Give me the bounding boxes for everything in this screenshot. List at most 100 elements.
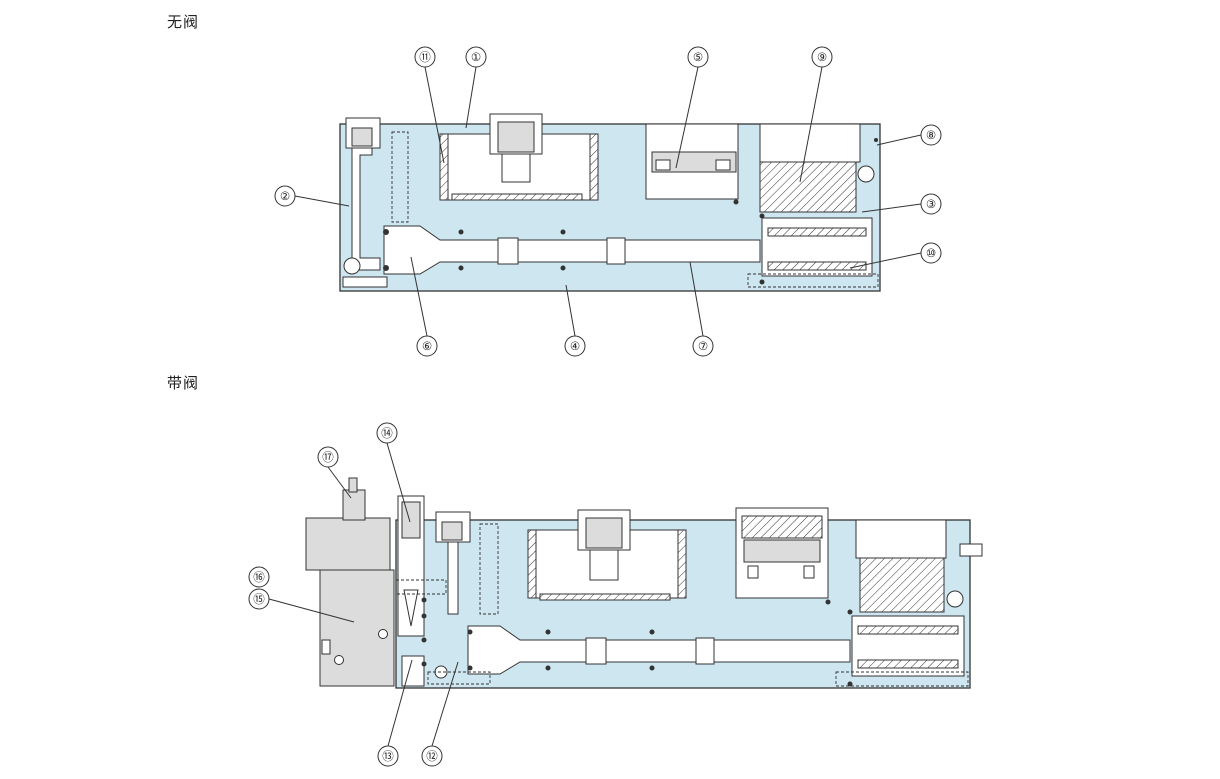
callout-16: ⑯ bbox=[248, 566, 270, 588]
callout-14: ⑭ bbox=[376, 422, 398, 444]
valve-seat bbox=[401, 655, 425, 687]
silencer-cap bbox=[855, 519, 947, 559]
mount-hole bbox=[857, 165, 875, 183]
bottom-callouts: ⑭ ⑰ ⑯ ⑮ ⑬ ⑫ bbox=[248, 422, 443, 767]
callout-13: ⑬ bbox=[377, 745, 399, 767]
switch-sensor bbox=[741, 515, 823, 539]
hidden-passage bbox=[391, 131, 409, 223]
o-ring bbox=[560, 229, 566, 235]
callout-8: ⑧ bbox=[920, 124, 942, 146]
indicator-hole bbox=[334, 655, 344, 665]
filter-wall bbox=[527, 529, 537, 599]
callout-5: ⑤ bbox=[687, 46, 709, 68]
callout-7: ⑦ bbox=[692, 335, 714, 357]
callout-label: ⑨ bbox=[817, 50, 827, 64]
callout-label: ⑮ bbox=[253, 592, 265, 606]
override-tip bbox=[403, 589, 419, 627]
valve-body bbox=[319, 569, 395, 687]
o-ring bbox=[560, 265, 566, 271]
hidden-passage bbox=[747, 273, 879, 288]
o-ring bbox=[874, 138, 878, 142]
switch-terminal bbox=[803, 565, 815, 579]
callout-3: ③ bbox=[920, 193, 942, 215]
callout-label: ⑧ bbox=[926, 128, 936, 142]
o-ring bbox=[467, 629, 473, 635]
supply-passage bbox=[447, 541, 459, 615]
callout-label: ⑪ bbox=[419, 50, 431, 64]
switch-terminal bbox=[655, 159, 671, 171]
o-ring bbox=[383, 265, 389, 271]
callout-label: ② bbox=[280, 189, 290, 203]
ejector-channel bbox=[383, 225, 761, 275]
o-ring bbox=[421, 661, 427, 667]
filter-wall bbox=[439, 133, 449, 201]
pressure-switch-board bbox=[743, 539, 821, 563]
filter-element bbox=[539, 593, 671, 601]
callout-label: ⑫ bbox=[426, 749, 438, 763]
switch-terminal bbox=[715, 159, 731, 171]
silencer-element bbox=[759, 161, 857, 213]
exhaust-seal bbox=[767, 261, 867, 271]
callout-label: ④ bbox=[570, 339, 580, 353]
o-ring bbox=[467, 665, 473, 671]
section-title-no-valve: 无阀 bbox=[167, 13, 200, 31]
callout-label: ⑯ bbox=[253, 570, 265, 584]
callout-4: ④ bbox=[564, 335, 586, 357]
callout-label: ⑰ bbox=[322, 450, 334, 464]
supply-passage bbox=[351, 147, 381, 271]
bottom-gasket bbox=[342, 276, 388, 288]
fitting-insert bbox=[351, 127, 373, 147]
center-port bbox=[589, 549, 619, 581]
hidden-passage bbox=[395, 579, 447, 595]
center-fitting-insert bbox=[497, 121, 535, 153]
center-fitting-insert bbox=[585, 517, 623, 549]
callout-1: ① bbox=[465, 46, 487, 68]
o-ring bbox=[847, 681, 853, 687]
switch-terminal bbox=[747, 565, 759, 579]
o-ring bbox=[649, 665, 655, 671]
unit-without-valve bbox=[339, 113, 881, 292]
bottom-leaders bbox=[268, 442, 459, 747]
nozzle bbox=[497, 237, 519, 265]
o-ring bbox=[733, 199, 739, 205]
callout-10: ⑩ bbox=[920, 242, 942, 264]
diffuser bbox=[606, 237, 626, 265]
o-ring bbox=[759, 279, 765, 285]
top-leaders bbox=[294, 66, 922, 337]
o-ring bbox=[847, 609, 853, 615]
callout-17: ⑰ bbox=[317, 446, 339, 468]
callout-11: ⑪ bbox=[414, 46, 436, 68]
o-ring bbox=[649, 629, 655, 635]
callout-label: ⑥ bbox=[422, 339, 432, 353]
unit-with-valve bbox=[305, 477, 983, 689]
callout-label: ⑤ bbox=[693, 50, 703, 64]
callout-15: ⑮ bbox=[248, 588, 270, 610]
callout-6: ⑥ bbox=[416, 335, 438, 357]
center-port bbox=[501, 153, 531, 183]
hidden-passage bbox=[835, 671, 969, 687]
filter-wall bbox=[677, 529, 687, 599]
o-ring bbox=[825, 599, 831, 605]
connector bbox=[342, 489, 366, 521]
callout-9: ⑨ bbox=[811, 46, 833, 68]
indicator-hole bbox=[378, 629, 388, 639]
pressure-switch-board bbox=[651, 151, 737, 173]
diffuser bbox=[695, 637, 715, 665]
callout-label: ③ bbox=[926, 197, 936, 211]
callout-2: ② bbox=[274, 185, 296, 207]
exhaust-seal bbox=[857, 625, 959, 635]
callout-label: ⑭ bbox=[381, 426, 393, 440]
filter-wall bbox=[589, 133, 599, 201]
silencer-element bbox=[859, 557, 945, 613]
callout-label: ⑩ bbox=[926, 246, 936, 260]
o-ring bbox=[458, 229, 464, 235]
solenoid-coil bbox=[305, 517, 391, 571]
mount-hole bbox=[946, 590, 964, 608]
fitting-insert bbox=[441, 521, 463, 541]
o-ring bbox=[759, 213, 765, 219]
o-ring bbox=[421, 597, 427, 603]
valve-port bbox=[321, 639, 331, 655]
mount-hole bbox=[343, 257, 361, 275]
hidden-passage bbox=[427, 671, 491, 685]
